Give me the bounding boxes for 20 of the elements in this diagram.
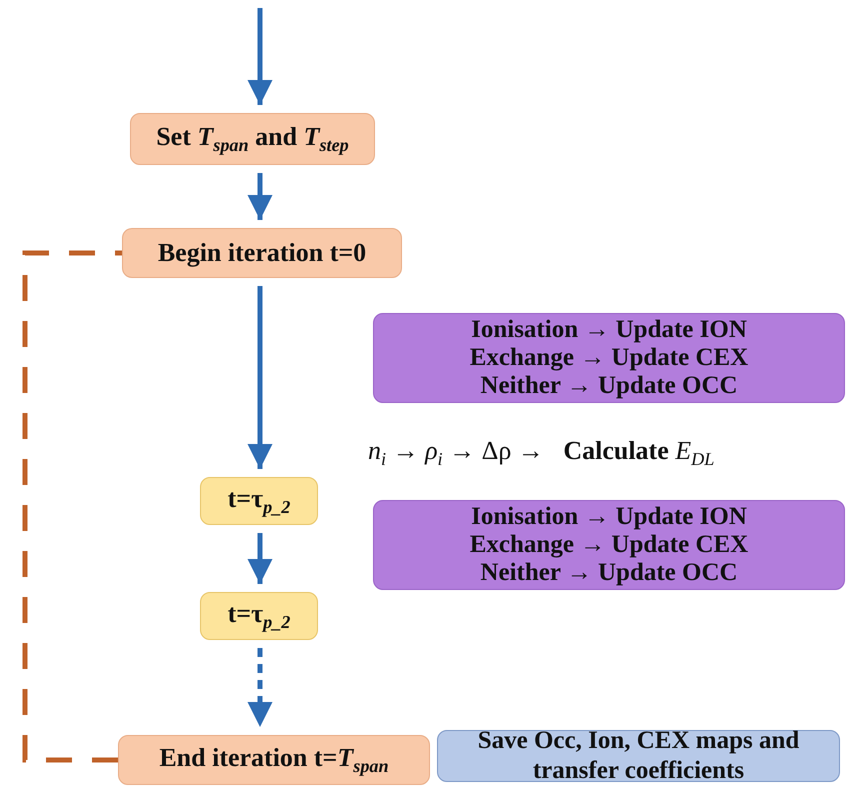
time-step-box: t=τ$_{p_2}$ — [200, 592, 318, 640]
process-box: Begin iteration t=0 — [122, 228, 402, 278]
arrow — [248, 173, 272, 220]
arrow — [248, 8, 272, 105]
event-rule-text: Ionisation → Update ION — [471, 503, 747, 531]
event-box — [373, 500, 845, 590]
calculation-text: n$_{i}$ → ρ$_{i}$ → Δρ → Calculate E$_{DL}$ — [368, 436, 714, 470]
event-rule-text: Neither → Update OCC — [480, 559, 738, 587]
process-box: End iteration t=T$_{span}$ — [118, 735, 430, 785]
event-rule-text: Exchange → Update CEX — [470, 344, 748, 372]
event-rule-text: Neither → Update OCC — [480, 372, 738, 400]
process-box: Set T$_{span}$ and T$_{step}$ — [130, 113, 375, 165]
arrow — [248, 648, 272, 727]
event-rule-text: Ionisation → Update ION — [471, 316, 747, 344]
arrow — [248, 286, 272, 469]
event-box — [373, 313, 845, 403]
time-step-box: t=τ$_{p_2}$ — [200, 477, 318, 525]
output-box: Save Occ, Ion, CEX maps and transfer coefficients — [437, 730, 840, 782]
event-rule-text: Exchange → Update CEX — [470, 531, 748, 559]
arrow — [248, 533, 272, 584]
